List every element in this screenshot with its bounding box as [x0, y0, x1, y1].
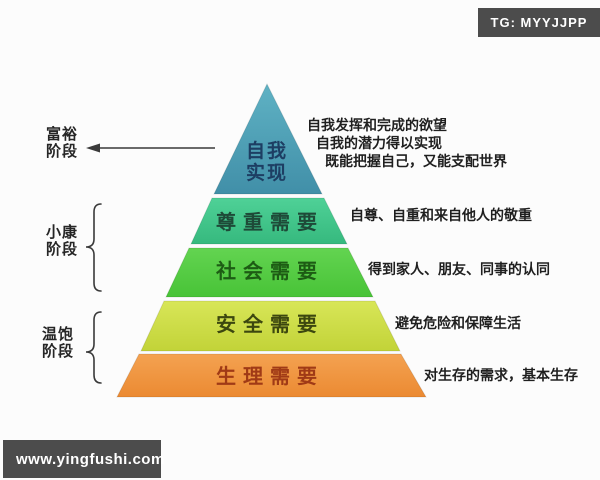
- stage-label-line: 小康: [46, 224, 79, 241]
- annotation-esteem: 自尊、自重和来自他人的敬重: [350, 207, 532, 223]
- level-shape-esteem: [190, 197, 348, 245]
- level-label-social: 社会需要: [216, 261, 324, 283]
- annotation-social: 得到家人、朋友、同事的认同: [368, 261, 550, 277]
- level-label-safety: 安全需要: [216, 314, 324, 336]
- stage-label-line: 富裕: [46, 126, 79, 143]
- level-shape-self-actualization: [213, 82, 323, 195]
- level-shape-social: [165, 247, 374, 298]
- level-shape-safety: [140, 300, 401, 352]
- stage-label-line: 阶段: [42, 343, 75, 360]
- rich-stage-arrowhead-icon: [86, 143, 100, 153]
- stage-label-middle-class: 小康 阶段: [46, 224, 78, 258]
- basic-stage-brace-icon: [85, 311, 102, 384]
- stage-label-line: 阶段: [46, 143, 79, 160]
- level-shape-physiological: [116, 353, 427, 398]
- stage-label-line: 温饱: [42, 326, 75, 343]
- level-label-self-actualization: 自我实现: [245, 141, 288, 184]
- annotation-physiological: 对生存的需求，基本生存: [424, 367, 578, 383]
- level-label-physiological: 生理需要: [216, 366, 324, 388]
- website-watermark-badge: www.yingfushi.com: [3, 440, 164, 478]
- stage-label-line: 阶段: [46, 241, 79, 258]
- middle-stage-brace-icon: [85, 203, 102, 292]
- annotation-line: 自我的潜力得以实现: [316, 135, 442, 151]
- level-label-esteem: 尊重需要: [216, 212, 324, 234]
- annotation-line: 自我发挥和完成的欲望: [307, 117, 447, 133]
- stage-label-rich: 富裕 阶段: [46, 126, 78, 160]
- telegram-watermark-badge: TG: MYYJJPP: [478, 8, 600, 37]
- annotation-self-actualization: 自我发挥和完成的欲望 自我的潜力得以实现 既能把握自己，又能支配世界: [307, 116, 507, 170]
- stage-label-subsistence: 温饱 阶段: [42, 326, 74, 360]
- annotation-line: 既能把握自己，又能支配世界: [325, 153, 507, 169]
- annotation-safety: 避免危险和保障生活: [395, 315, 521, 331]
